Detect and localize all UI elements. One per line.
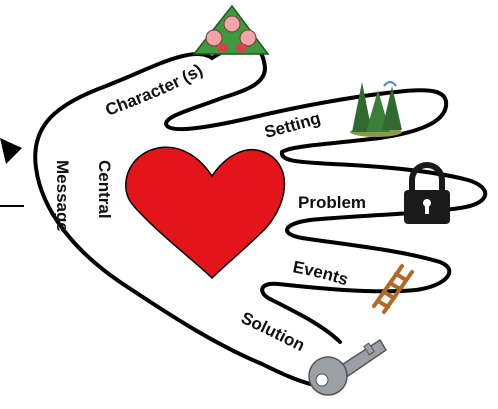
heart-icon — [125, 146, 286, 280]
key-icon — [308, 338, 388, 396]
problem-label: Problem — [298, 193, 366, 212]
padlock-icon — [404, 162, 450, 224]
ladder-icon — [372, 264, 414, 314]
arrow-icon — [0, 138, 24, 207]
pine-trees-icon — [350, 81, 402, 137]
central-label: Central — [95, 160, 114, 219]
three-pigs-on-hill-icon — [192, 4, 270, 55]
message-label: Message — [53, 160, 72, 232]
hand-outline — [33, 43, 488, 388]
